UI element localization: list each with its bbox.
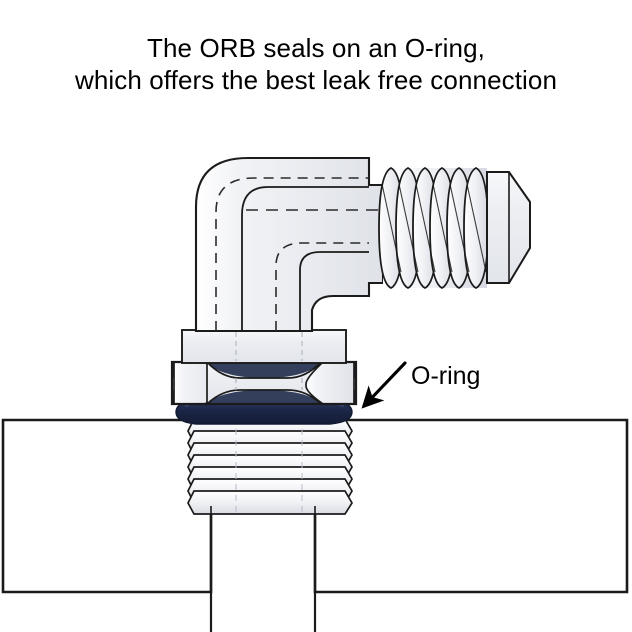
title-line-2: which offers the best leak free connecti… xyxy=(74,65,558,95)
elbow-inner-wall-upper xyxy=(241,186,369,331)
title-line-1: The ORB seals on an O-ring, xyxy=(147,33,485,63)
o-ring-callout-label: O-ring xyxy=(411,362,481,390)
hex-flat-right xyxy=(305,361,355,405)
port-block-right xyxy=(313,418,629,594)
port-block xyxy=(1,418,629,632)
hex-chamfer-shadow-mid xyxy=(206,362,322,378)
callout-arrow-line xyxy=(361,361,407,409)
elbow-inner-wall-lower xyxy=(299,251,369,331)
elbow-hidden-bore-bottom xyxy=(275,242,369,331)
collar-flange-body xyxy=(181,329,347,364)
elbow-hidden-bore-top xyxy=(215,177,369,331)
hex-chamfer-shadow-bm xyxy=(206,390,322,404)
jic-flare-nose xyxy=(486,171,531,284)
hex-nut xyxy=(170,359,358,406)
orb-straight-thread xyxy=(187,418,353,520)
page-title: The ORB seals on an O-ring, which offers… xyxy=(0,32,632,96)
jic-male-thread xyxy=(378,166,489,290)
port-block-left xyxy=(1,418,213,594)
o-ring-pointer-arrow xyxy=(361,361,407,409)
collar-flange xyxy=(181,329,347,364)
elbow-body xyxy=(194,156,478,333)
